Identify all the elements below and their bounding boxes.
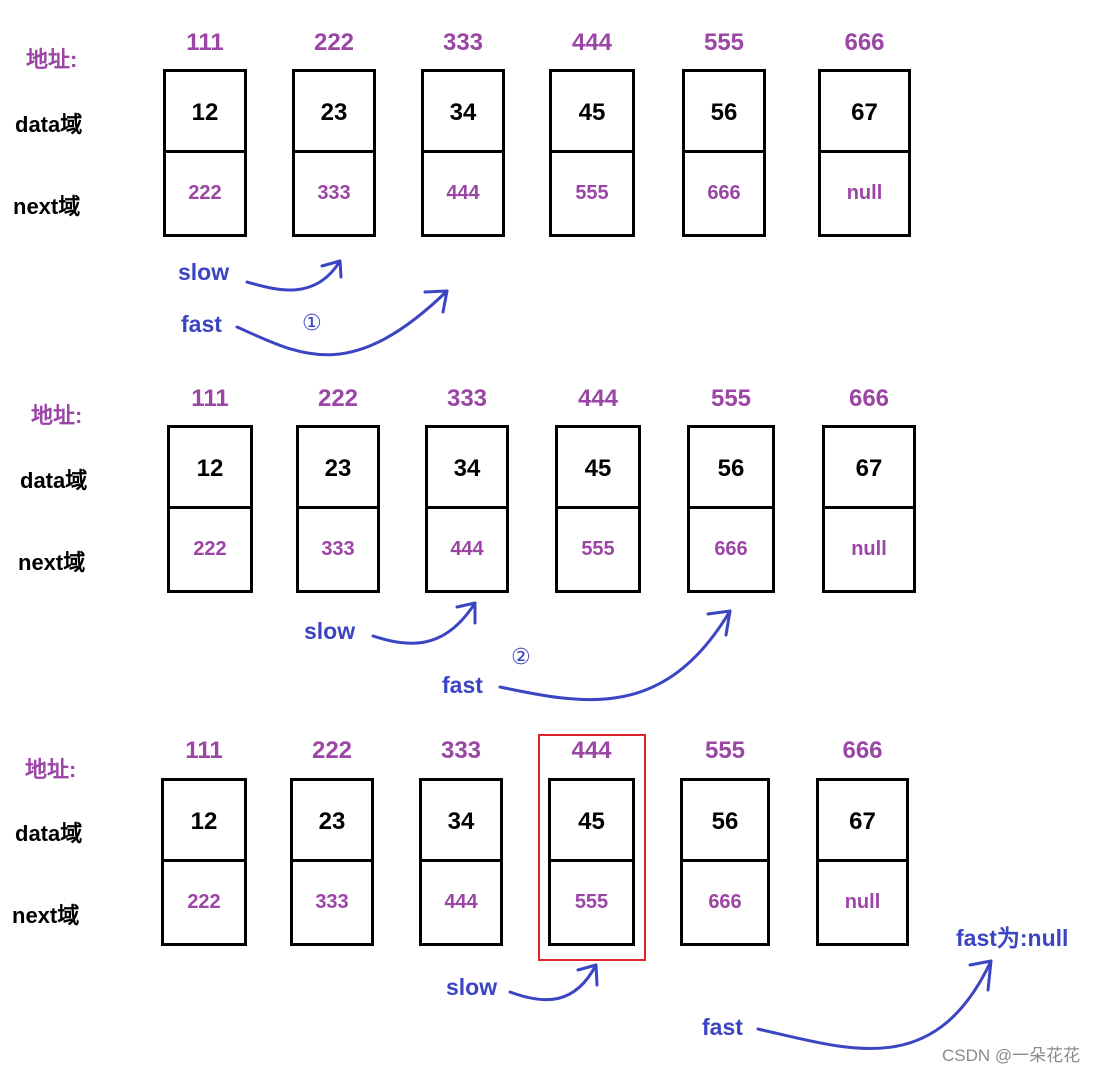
list-node: 34 444 xyxy=(421,69,505,237)
node-address: 111 xyxy=(185,737,223,764)
node-data-value: 12 xyxy=(190,807,218,835)
node-data-value: 56 xyxy=(710,98,738,126)
list-node: 12 222 xyxy=(163,69,247,237)
list-node: 23 333 xyxy=(290,778,374,946)
list-node: 45 555 xyxy=(555,425,641,593)
node-data-value: 56 xyxy=(717,454,745,482)
node-address: 444 xyxy=(571,29,613,56)
node-address: 111 xyxy=(191,385,229,412)
step-marker: ① xyxy=(302,310,322,335)
fast-pointer-label: fast xyxy=(442,672,483,698)
slow-arrow xyxy=(245,259,343,292)
node-address: 555 xyxy=(703,29,745,56)
step-marker: ② xyxy=(511,644,531,669)
node-address: 222 xyxy=(311,737,353,764)
node-data-value: 67 xyxy=(851,98,878,126)
node-next-value: 666 xyxy=(690,506,772,590)
node-next-value: 444 xyxy=(424,150,502,234)
node-data-value: 45 xyxy=(584,454,612,482)
node-next-value: 555 xyxy=(551,859,632,943)
node-data-value: 67 xyxy=(855,454,883,482)
node-next-value: null xyxy=(821,150,908,234)
fast-arrow xyxy=(756,959,993,1050)
node-address: 555 xyxy=(710,385,752,412)
list-node: 67 null xyxy=(816,778,909,946)
fast-arrow xyxy=(498,609,732,702)
list-node: 56 666 xyxy=(687,425,775,593)
node-address: 222 xyxy=(317,385,359,412)
node-data-value: 34 xyxy=(447,807,475,835)
node-next-value: 333 xyxy=(299,506,377,590)
data-field-label: data域 xyxy=(15,112,83,137)
node-data-value: 12 xyxy=(191,98,219,126)
node-next-value: 666 xyxy=(683,859,767,943)
list-node: 23 333 xyxy=(292,69,376,237)
slow-arrow xyxy=(508,963,599,1002)
list-node: 12 222 xyxy=(167,425,253,593)
node-address: 444 xyxy=(571,737,612,764)
next-field-label: next域 xyxy=(12,903,80,928)
fast-null-note: fast为:null xyxy=(956,925,1069,951)
node-address: 333 xyxy=(442,29,484,56)
node-data-value: 67 xyxy=(849,807,876,835)
node-data-value: 12 xyxy=(196,454,224,482)
node-data-value: 23 xyxy=(320,98,348,126)
next-field-label: next域 xyxy=(18,550,86,575)
address-label: 地址: xyxy=(31,403,83,428)
node-address: 111 xyxy=(186,29,224,56)
fast-pointer-label: fast xyxy=(702,1014,743,1040)
next-field-label: next域 xyxy=(13,194,81,219)
node-next-value: 444 xyxy=(422,859,500,943)
node-address: 555 xyxy=(704,737,746,764)
node-address: 333 xyxy=(440,737,482,764)
node-next-value: 333 xyxy=(295,150,373,234)
node-data-value: 45 xyxy=(578,807,605,835)
list-node: 56 666 xyxy=(682,69,766,237)
slow-pointer-label: slow xyxy=(304,618,356,644)
list-node: 34 444 xyxy=(419,778,503,946)
middle-node-highlight xyxy=(538,734,646,961)
node-next-value: null xyxy=(825,506,913,590)
node-next-value: null xyxy=(819,859,906,943)
list-node: 67 null xyxy=(818,69,911,237)
node-next-value: 222 xyxy=(170,506,250,590)
data-field-label: data域 xyxy=(20,468,88,493)
node-address: 666 xyxy=(848,385,890,412)
node-address: 333 xyxy=(446,385,488,412)
node-address: 222 xyxy=(313,29,355,56)
node-next-value: 666 xyxy=(685,150,763,234)
node-data-value: 34 xyxy=(453,454,481,482)
list-node: 45 555 xyxy=(549,69,635,237)
node-data-value: 34 xyxy=(449,98,477,126)
slow-arrow xyxy=(371,601,477,645)
list-node: 23 333 xyxy=(296,425,380,593)
node-address: 666 xyxy=(844,29,885,56)
node-address: 666 xyxy=(842,737,883,764)
list-node: 67 null xyxy=(822,425,916,593)
node-data-value: 23 xyxy=(318,807,346,835)
watermark: CSDN @一朵花花 xyxy=(942,1046,1081,1065)
address-label: 地址: xyxy=(25,757,77,782)
node-next-value: 555 xyxy=(552,150,632,234)
node-data-value: 45 xyxy=(578,98,606,126)
data-field-label: data域 xyxy=(15,821,83,846)
node-next-value: 555 xyxy=(558,506,638,590)
node-next-value: 222 xyxy=(164,859,244,943)
fast-arrow xyxy=(235,289,449,357)
node-next-value: 333 xyxy=(293,859,371,943)
list-node: 56 666 xyxy=(680,778,770,946)
slow-pointer-label: slow xyxy=(446,974,498,1000)
node-next-value: 222 xyxy=(166,150,244,234)
list-node: 12 222 xyxy=(161,778,247,946)
node-data-value: 56 xyxy=(711,807,739,835)
list-node: 45 555 xyxy=(548,778,635,946)
fast-pointer-label: fast xyxy=(181,311,222,337)
list-node: 34 444 xyxy=(425,425,509,593)
slow-pointer-label: slow xyxy=(178,259,230,285)
node-address: 444 xyxy=(577,385,619,412)
node-next-value: 444 xyxy=(428,506,506,590)
address-label: 地址: xyxy=(26,47,78,72)
node-data-value: 23 xyxy=(324,454,352,482)
